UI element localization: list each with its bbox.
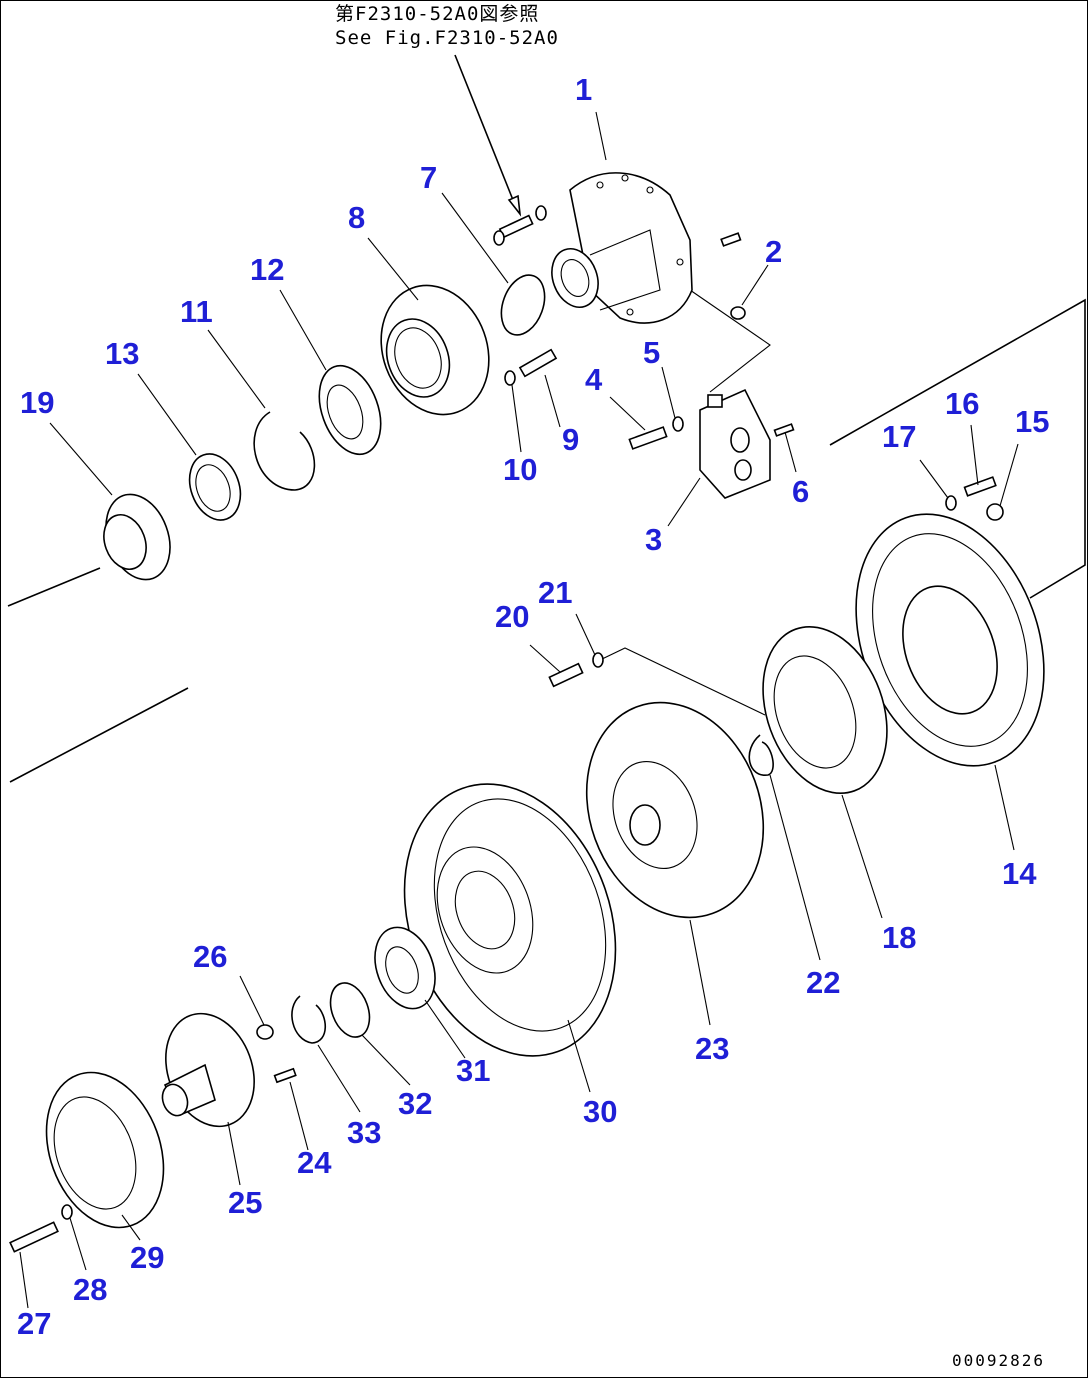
label-part-14: 14 [1002, 856, 1037, 891]
part-4-bolt [628, 426, 668, 450]
label-part-28: 28 [73, 1272, 107, 1307]
label-part-27: 27 [17, 1306, 51, 1341]
part-31-bearing [374, 926, 436, 1010]
part-20-bolt [548, 662, 584, 688]
part-32-o-ring [329, 982, 371, 1038]
label-part-18: 18 [882, 920, 916, 955]
part-2-plug [720, 232, 746, 320]
part-13-seal [188, 453, 242, 521]
part-15-nut [986, 503, 1004, 521]
part-24-pin [273, 1067, 297, 1084]
label-part-33: 33 [347, 1115, 381, 1150]
label-part-12: 12 [250, 252, 284, 287]
label-part-29: 29 [130, 1240, 164, 1275]
reference-note-jp: 第F2310-52A0図参照 [335, 3, 539, 25]
part-27-bolt [9, 1221, 59, 1253]
part-28-washer [61, 1204, 73, 1220]
label-part-22: 22 [806, 965, 840, 1000]
part-23-impeller [585, 701, 765, 919]
leader-lines [19, 111, 1019, 1309]
label-part-13: 13 [105, 336, 139, 371]
part-33-snap-ring [291, 995, 327, 1044]
label-part-9: 9 [562, 422, 579, 457]
label-part-16: 16 [945, 386, 979, 421]
label-part-21: 21 [538, 575, 572, 610]
label-part-25: 25 [228, 1185, 262, 1220]
drawing-id: 00092826 [952, 1351, 1045, 1370]
label-part-31: 31 [456, 1053, 490, 1088]
label-part-24: 24 [297, 1145, 332, 1180]
part-8-cover [380, 284, 490, 416]
part-11-snap-ring [253, 411, 316, 491]
label-part-1: 1 [575, 72, 592, 107]
label-part-7: 7 [420, 160, 437, 195]
part-1-bolt [493, 205, 547, 246]
part-25-hub [161, 1012, 255, 1128]
part-26-plug [256, 1024, 274, 1040]
label-part-6: 6 [792, 474, 809, 509]
part-12-bearing [318, 364, 382, 456]
part-14-turbine [855, 513, 1045, 767]
reference-note-en: See Fig.F2310-52A0 [335, 27, 559, 49]
label-part-10: 10 [503, 452, 537, 487]
part-7-o-ring [500, 274, 546, 336]
label-part-20: 20 [495, 599, 529, 634]
label-part-19: 19 [20, 385, 54, 420]
label-part-11: 11 [180, 294, 213, 329]
part-21-washer [592, 652, 604, 668]
label-part-23: 23 [695, 1031, 729, 1066]
label-part-32: 32 [398, 1086, 432, 1121]
part-19-gear [103, 493, 171, 581]
label-part-5: 5 [643, 335, 660, 370]
label-part-2: 2 [765, 234, 782, 269]
part-16-bolt [963, 476, 997, 497]
part-18-stator [762, 625, 888, 795]
part-6-pin [773, 423, 795, 437]
axis-line-left-upper [7, 567, 101, 607]
part-5-washer [672, 416, 684, 432]
label-part-15: 15 [1015, 404, 1049, 439]
label-part-4: 4 [585, 362, 603, 397]
label-part-26: 26 [193, 939, 227, 974]
axis-line-left-lower [9, 687, 189, 783]
part-10-washer [504, 370, 516, 386]
label-part-8: 8 [348, 200, 365, 235]
part-17-washer [945, 495, 957, 511]
reference-arrow-line [454, 54, 516, 206]
part-9-bolt [518, 348, 558, 378]
part-22-snap-ring [748, 734, 774, 776]
part-3-block [699, 388, 771, 499]
axis-line-right [829, 298, 1086, 599]
label-part-30: 30 [583, 1094, 617, 1129]
part-1-housing [551, 172, 693, 324]
part-29-ring-gear [45, 1071, 165, 1229]
label-part-17: 17 [882, 419, 916, 454]
label-part-3: 3 [645, 522, 662, 557]
reference-arrow-head [507, 194, 522, 217]
leader-1-3 [689, 289, 771, 393]
leader-20-21 [599, 647, 766, 716]
